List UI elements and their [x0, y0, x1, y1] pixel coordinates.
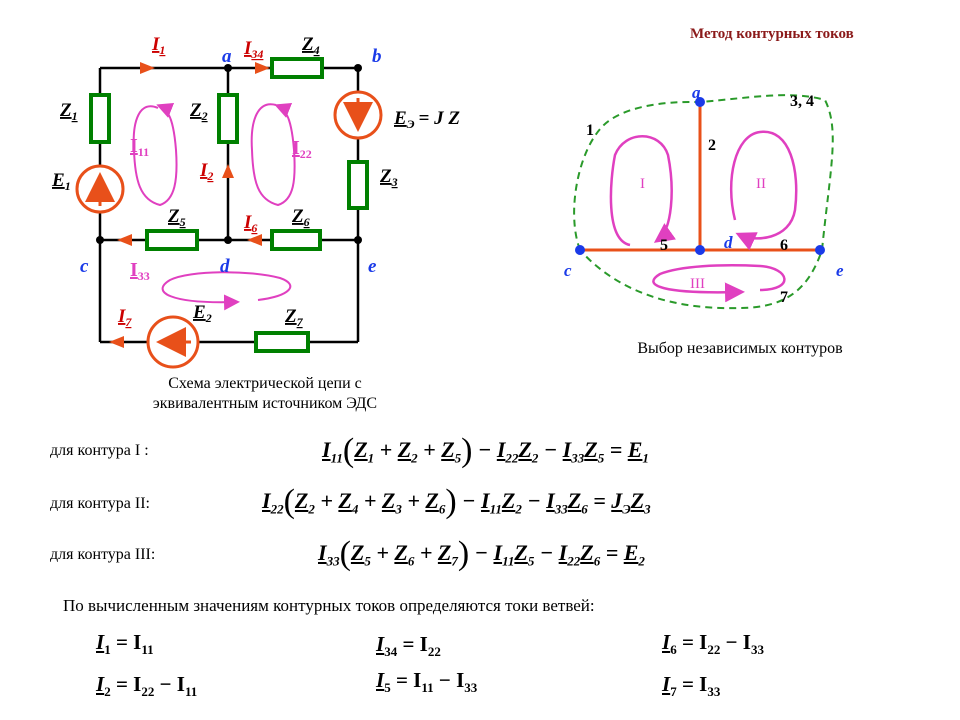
graph-node-c: c — [564, 261, 572, 280]
graph-node-e: e — [836, 261, 844, 280]
cut-boundary — [573, 94, 834, 310]
label-i2: I2 — [199, 160, 213, 183]
label-e1: E1 — [51, 170, 71, 193]
arrow-i1 — [140, 62, 155, 74]
equation-label-1: для контура I : — [50, 442, 149, 459]
graph-loop-I: I — [640, 176, 645, 192]
graph-loop-II: II — [756, 176, 766, 192]
label-i1: I1 — [151, 34, 165, 57]
impedance-z6 — [270, 229, 322, 251]
branch-eq-i34: I34 = I22 — [376, 632, 441, 660]
arrow-i2 — [222, 164, 234, 178]
loop-i33-arrow — [161, 271, 292, 311]
loop-i22-arrow — [250, 103, 296, 207]
impedance-z4 — [270, 57, 324, 79]
equation-3: I33(Z5 + Z6 + Z7) − I11Z5 − I22Z6 = E2 — [318, 535, 645, 572]
node-b-label: b — [372, 46, 382, 67]
branch-eq-i7: I7 = I33 — [662, 672, 721, 700]
impedance-z3 — [347, 160, 369, 210]
arrow-i7 — [109, 336, 124, 348]
node-a-label: a — [222, 46, 232, 67]
impedance-z1 — [89, 93, 111, 144]
node-d-label: d — [220, 256, 230, 277]
label-loop-i33: I33 — [130, 259, 150, 283]
label-z4: Z4 — [301, 34, 320, 57]
impedance-z5 — [145, 229, 199, 251]
graph-loop-III: III — [690, 276, 705, 292]
label-z2: Z2 — [189, 100, 208, 123]
graph-caption: Выбор независимых контуров — [637, 340, 843, 357]
schematic-caption-line2: эквивалентным источником ЭДС — [152, 395, 378, 412]
label-z3: Z3 — [379, 166, 398, 189]
schematic-caption: Схема электрической цепи с эквивалентным… — [110, 374, 420, 414]
label-z7: Z7 — [284, 306, 304, 329]
impedance-z7 — [254, 331, 310, 353]
label-z6: Z6 — [291, 206, 310, 229]
equation-2: I22(Z2 + Z4 + Z3 + Z6) − I11Z2 − I33Z6 =… — [262, 483, 651, 520]
graph-branch-5: 5 — [660, 237, 668, 254]
branch-currents-intro: По вычисленным значениям контурных токов… — [63, 596, 595, 615]
graph-branch-6: 6 — [780, 237, 788, 254]
schematic-caption-line1: Схема электрической цепи с — [168, 375, 362, 392]
label-loop-i22: I22 — [292, 137, 312, 161]
branch-eq-i6: I6 = I22 − I33 — [662, 630, 764, 658]
branch-eq-i2: I2 = I22 − I11 — [96, 672, 198, 700]
arrow-i34 — [255, 62, 270, 74]
label-z1: Z1 — [59, 100, 78, 123]
label-eq-source: EЭ= J Z3 — [393, 108, 460, 131]
arrow-i5 — [117, 234, 132, 246]
graph-node-d: d — [724, 233, 733, 252]
graph-node-a: a — [692, 83, 701, 102]
label-i7: I7 — [117, 306, 132, 329]
slide-title: Метод контурных токов — [690, 26, 854, 42]
impedance-z2 — [217, 93, 239, 144]
graph-branch-1: 1 — [586, 122, 594, 139]
label-z5: Z5 — [167, 206, 186, 229]
graph-branch-34: 3, 4 — [790, 93, 814, 110]
graph-branch-2: 2 — [708, 137, 716, 154]
graph-branch-7: 7 — [780, 289, 788, 306]
equation-label-2: для контура II: — [50, 495, 150, 512]
node-e-label: e — [368, 256, 377, 277]
circuit-schematic: a b c d e Z1 Z2 Z3 Z4 Z5 Z6 Z7 E1 E2 EЭ=… — [51, 34, 460, 369]
label-i34: I34 — [243, 38, 263, 61]
node-c-label: c — [80, 256, 89, 277]
loop-graph: a c d e 1 2 3, 4 5 6 7 I II III — [564, 83, 844, 310]
label-loop-i11: I11 — [130, 135, 149, 159]
equation-label-3: для контура III: — [50, 546, 156, 563]
branch-eq-i1: I1 = I11 — [96, 630, 154, 658]
arrow-i6 — [247, 234, 262, 246]
loop-i11-arrow — [132, 103, 178, 207]
equation-1: I11(Z1 + Z2 + Z5) − I22Z2 − I33Z5 = E1 — [322, 432, 649, 469]
label-e2: E2 — [192, 302, 212, 325]
label-i6: I6 — [243, 212, 257, 235]
branch-eq-i5: I5 = I11 − I33 — [376, 668, 478, 696]
